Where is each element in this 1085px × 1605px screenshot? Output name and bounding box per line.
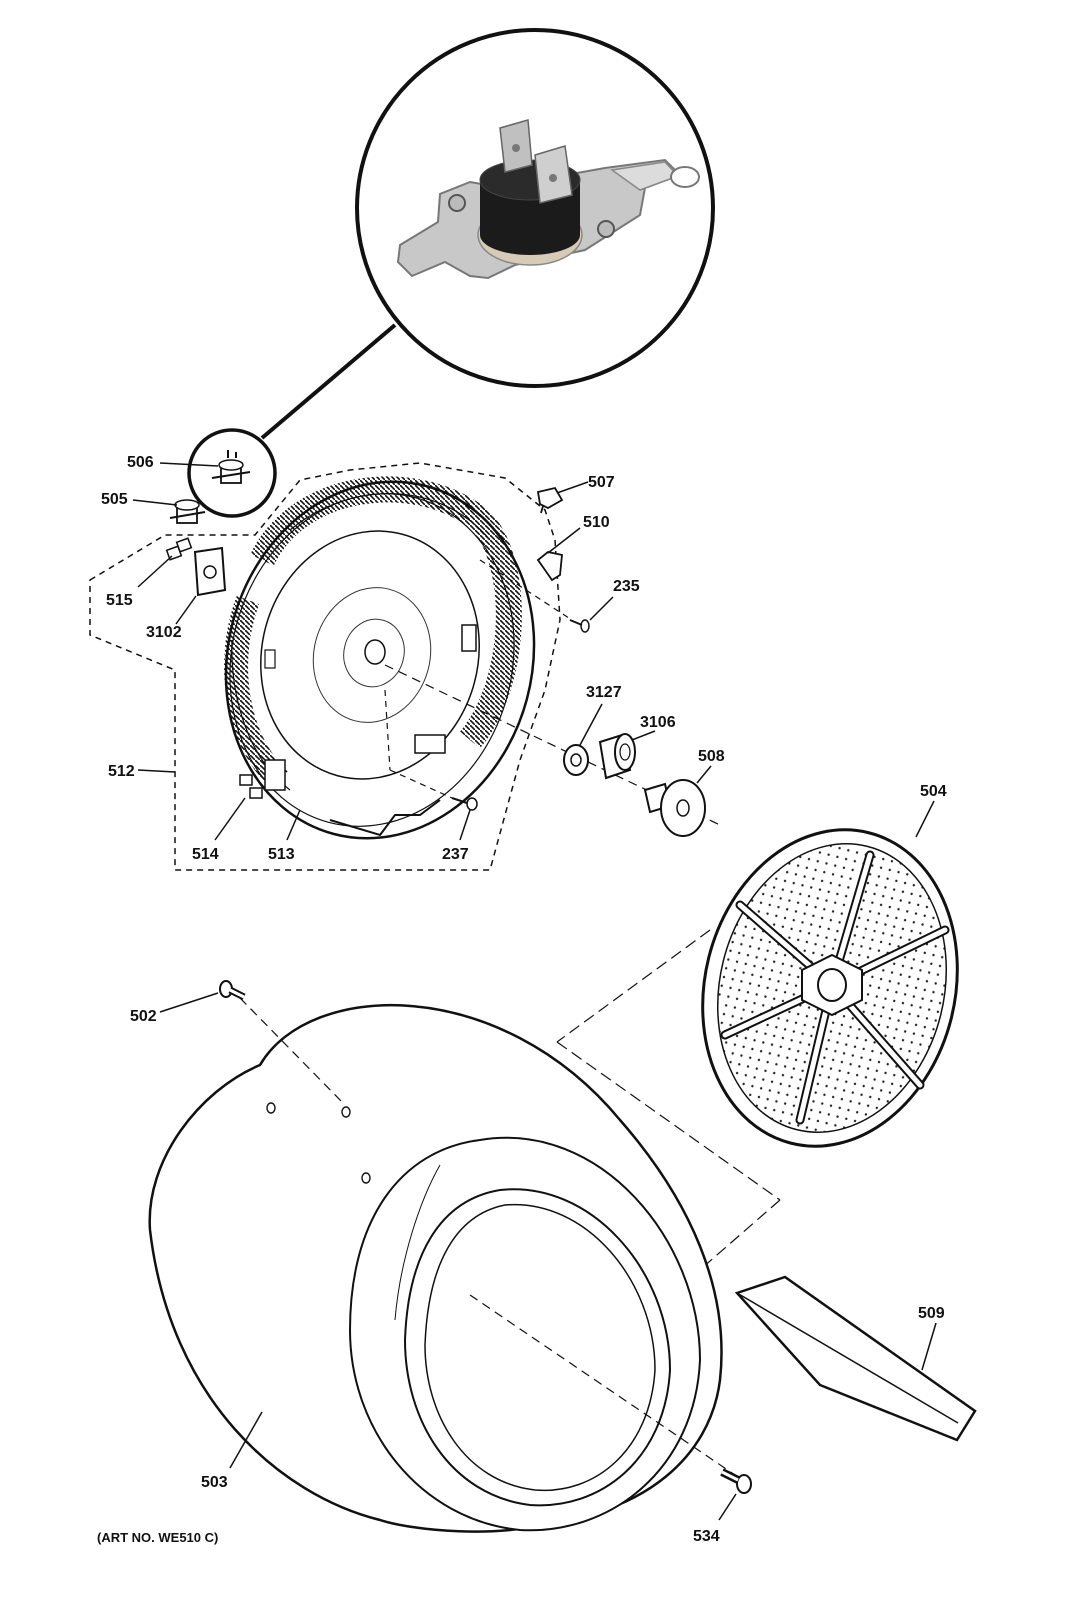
bearing-3106-part: [598, 733, 636, 780]
part-label-3102: 3102: [146, 624, 182, 641]
drum-back-plate-504: [556, 828, 959, 1371]
drum-503: [148, 997, 736, 1533]
part-label-3106: 3106: [640, 714, 676, 731]
part-label-512: 512: [108, 763, 135, 780]
part-label-534: 534: [693, 1528, 720, 1545]
part-label-515: 515: [106, 592, 133, 609]
part-labels: 506 505 507 510 515 3102 235 3127 3106 5…: [101, 454, 947, 1545]
drum-baffle-509: [734, 1275, 977, 1442]
screw-235-part: [569, 619, 590, 633]
part-label-235: 235: [613, 578, 640, 595]
heater-assembly-boundary: [89, 462, 561, 871]
shaft-508-part: [643, 779, 706, 837]
part-label-3127: 3127: [586, 684, 622, 701]
gasket-515-part: [165, 537, 193, 561]
part-label-505: 505: [101, 491, 128, 508]
washer-3127-part: [563, 744, 589, 776]
art-number-caption: (ART NO. WE510 C): [97, 1530, 218, 1545]
screw-502-part: [219, 980, 246, 1001]
part-label-503: 503: [201, 1474, 228, 1491]
rear-bulkhead-heater: [224, 476, 536, 840]
cover-3102-part: [193, 546, 227, 597]
screw-237-part: [451, 797, 478, 811]
part-label-502: 502: [130, 1008, 157, 1025]
thermostat-magnified-view: [260, 28, 715, 440]
part-label-509: 509: [918, 1305, 945, 1322]
thermostat-505-part: [169, 499, 206, 524]
leader-lines: [132, 462, 937, 1521]
thermostat-506-part: [211, 450, 251, 484]
thermostat-callout-circle: [187, 428, 277, 518]
part-label-508: 508: [698, 748, 725, 765]
part-label-237: 237: [442, 846, 469, 863]
part-label-506: 506: [127, 454, 154, 471]
bracket-510-part: [536, 551, 563, 582]
part-label-514: 514: [192, 846, 219, 863]
part-label-507: 507: [588, 474, 615, 491]
thermostat-507-part: [536, 486, 564, 514]
screw-534-part: [720, 1468, 752, 1494]
part-label-513: 513: [268, 846, 295, 863]
part-label-504: 504: [920, 783, 947, 800]
part-label-510: 510: [583, 514, 610, 531]
